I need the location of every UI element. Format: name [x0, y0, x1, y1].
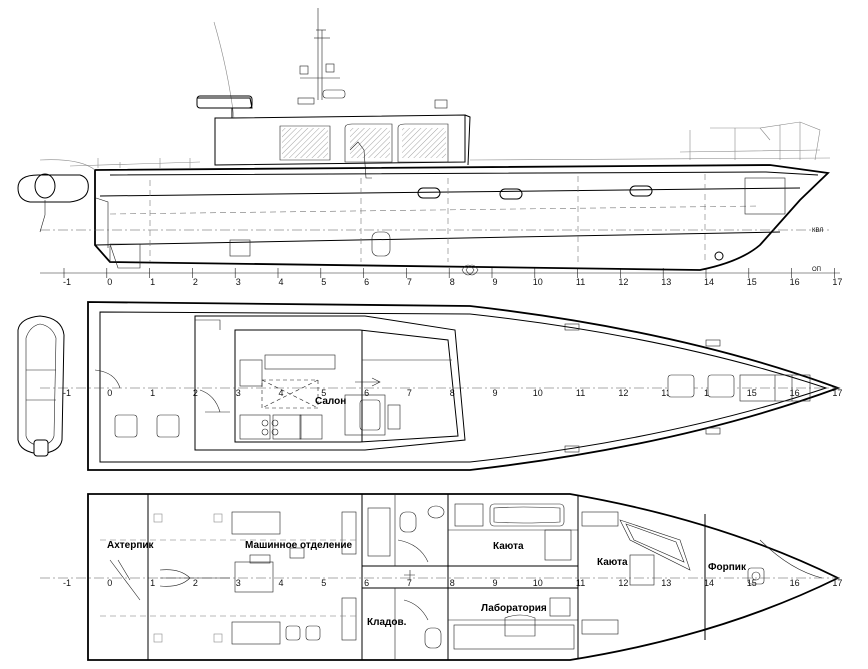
window-aft [279, 125, 331, 161]
hatch-icon [667, 374, 695, 398]
frame-number: -1 [63, 277, 71, 287]
baseline-label: ОП [812, 267, 821, 273]
frame-number: 6 [364, 277, 369, 287]
frame-number: 3 [236, 578, 241, 588]
frame-number: 17 [832, 578, 842, 588]
bunk-icon [619, 519, 691, 571]
inflatable-boat-icon [17, 315, 65, 457]
frame-number: 16 [790, 388, 800, 398]
frame-number: 3 [236, 277, 241, 287]
frame-number: 9 [492, 277, 497, 287]
superstructure [194, 315, 466, 451]
profile-frame-ticks [63, 268, 835, 278]
frame-number: 13 [661, 388, 671, 398]
window-fwd [397, 123, 449, 163]
hatch-icon [114, 414, 138, 438]
porthole-round [714, 251, 724, 261]
antenna [213, 21, 235, 119]
frame-number: 11 [576, 388, 585, 398]
frame-number: 14 [704, 277, 714, 287]
frame-number: 12 [618, 388, 628, 398]
frame-number: 2 [193, 578, 198, 588]
frame-number: 12 [618, 578, 628, 588]
frame-number: 16 [790, 277, 800, 287]
bunk-icon [489, 503, 565, 527]
frame-number: 0 [107, 578, 112, 588]
frame-number: 7 [407, 388, 412, 398]
frame-number: 7 [407, 277, 412, 287]
frame-number: 6 [364, 388, 369, 398]
frame-number: -1 [63, 578, 71, 588]
label-cabin-aft: Каюта [493, 541, 524, 552]
label-forepeak: Форпик [708, 562, 747, 573]
porthole [629, 185, 653, 197]
label-laboratory: Лаборатория [481, 602, 547, 614]
frame-number: 5 [321, 578, 326, 588]
frame-number: 10 [533, 578, 543, 588]
frame-number: 4 [278, 578, 283, 588]
frame-number: 10 [533, 388, 543, 398]
frame-number: 8 [450, 277, 455, 287]
hatch-icon [707, 374, 735, 398]
frame-number: 11 [576, 578, 585, 588]
frame-number: 17 [832, 388, 842, 398]
frame-number: -1 [63, 388, 71, 398]
label-storeroom: Кладов. [367, 617, 407, 628]
hatch-icon [156, 414, 180, 438]
frame-number: 1 [150, 277, 155, 287]
frame-number: 6 [364, 578, 369, 588]
frame-number: 16 [790, 578, 800, 588]
frame-number: 5 [321, 277, 326, 287]
label-engine-room: Машинное отделение [245, 540, 353, 551]
frame-number: 17 [832, 277, 842, 287]
frame-number: 2 [193, 277, 198, 287]
frame-number: 9 [492, 578, 497, 588]
frame-number: 10 [533, 277, 543, 287]
frame-number: 12 [618, 277, 628, 287]
frame-number: 13 [661, 578, 671, 588]
hull-plan-lower [87, 493, 841, 661]
frame-number: 15 [747, 388, 757, 398]
porthole [499, 188, 523, 200]
frame-number: 5 [321, 388, 326, 398]
porthole [417, 187, 441, 199]
frame-number: 11 [576, 277, 585, 287]
inflatable-boat-icon [17, 173, 89, 233]
label-cabin-fwd: Каюта [597, 557, 628, 568]
frame-number: 8 [450, 388, 455, 398]
anchor-icon [747, 567, 765, 585]
frame-number: 9 [492, 388, 497, 398]
frame-number: 0 [107, 277, 112, 287]
frame-number: 3 [236, 388, 241, 398]
hull-profile [94, 164, 830, 271]
frame-number: 14 [704, 578, 714, 588]
frame-number: 1 [150, 388, 155, 398]
frame-number: 8 [450, 578, 455, 588]
waterline-label: КВЛ [812, 228, 823, 234]
window-mid [344, 123, 393, 163]
toilet-icon [399, 505, 445, 533]
radome [196, 95, 253, 109]
frame-number: 13 [661, 277, 671, 287]
toilet-icon [403, 599, 442, 649]
frame-number: 4 [278, 277, 283, 287]
frame-number: 15 [747, 277, 757, 287]
label-afterpeak: Ахтерпик [107, 540, 155, 551]
frame-number: 1 [150, 578, 155, 588]
frame-number: 0 [107, 388, 112, 398]
frame-number: 15 [747, 578, 757, 588]
frame-number: 4 [278, 388, 283, 398]
label-salon: Салон [315, 396, 346, 407]
frame-number: 7 [407, 578, 412, 588]
